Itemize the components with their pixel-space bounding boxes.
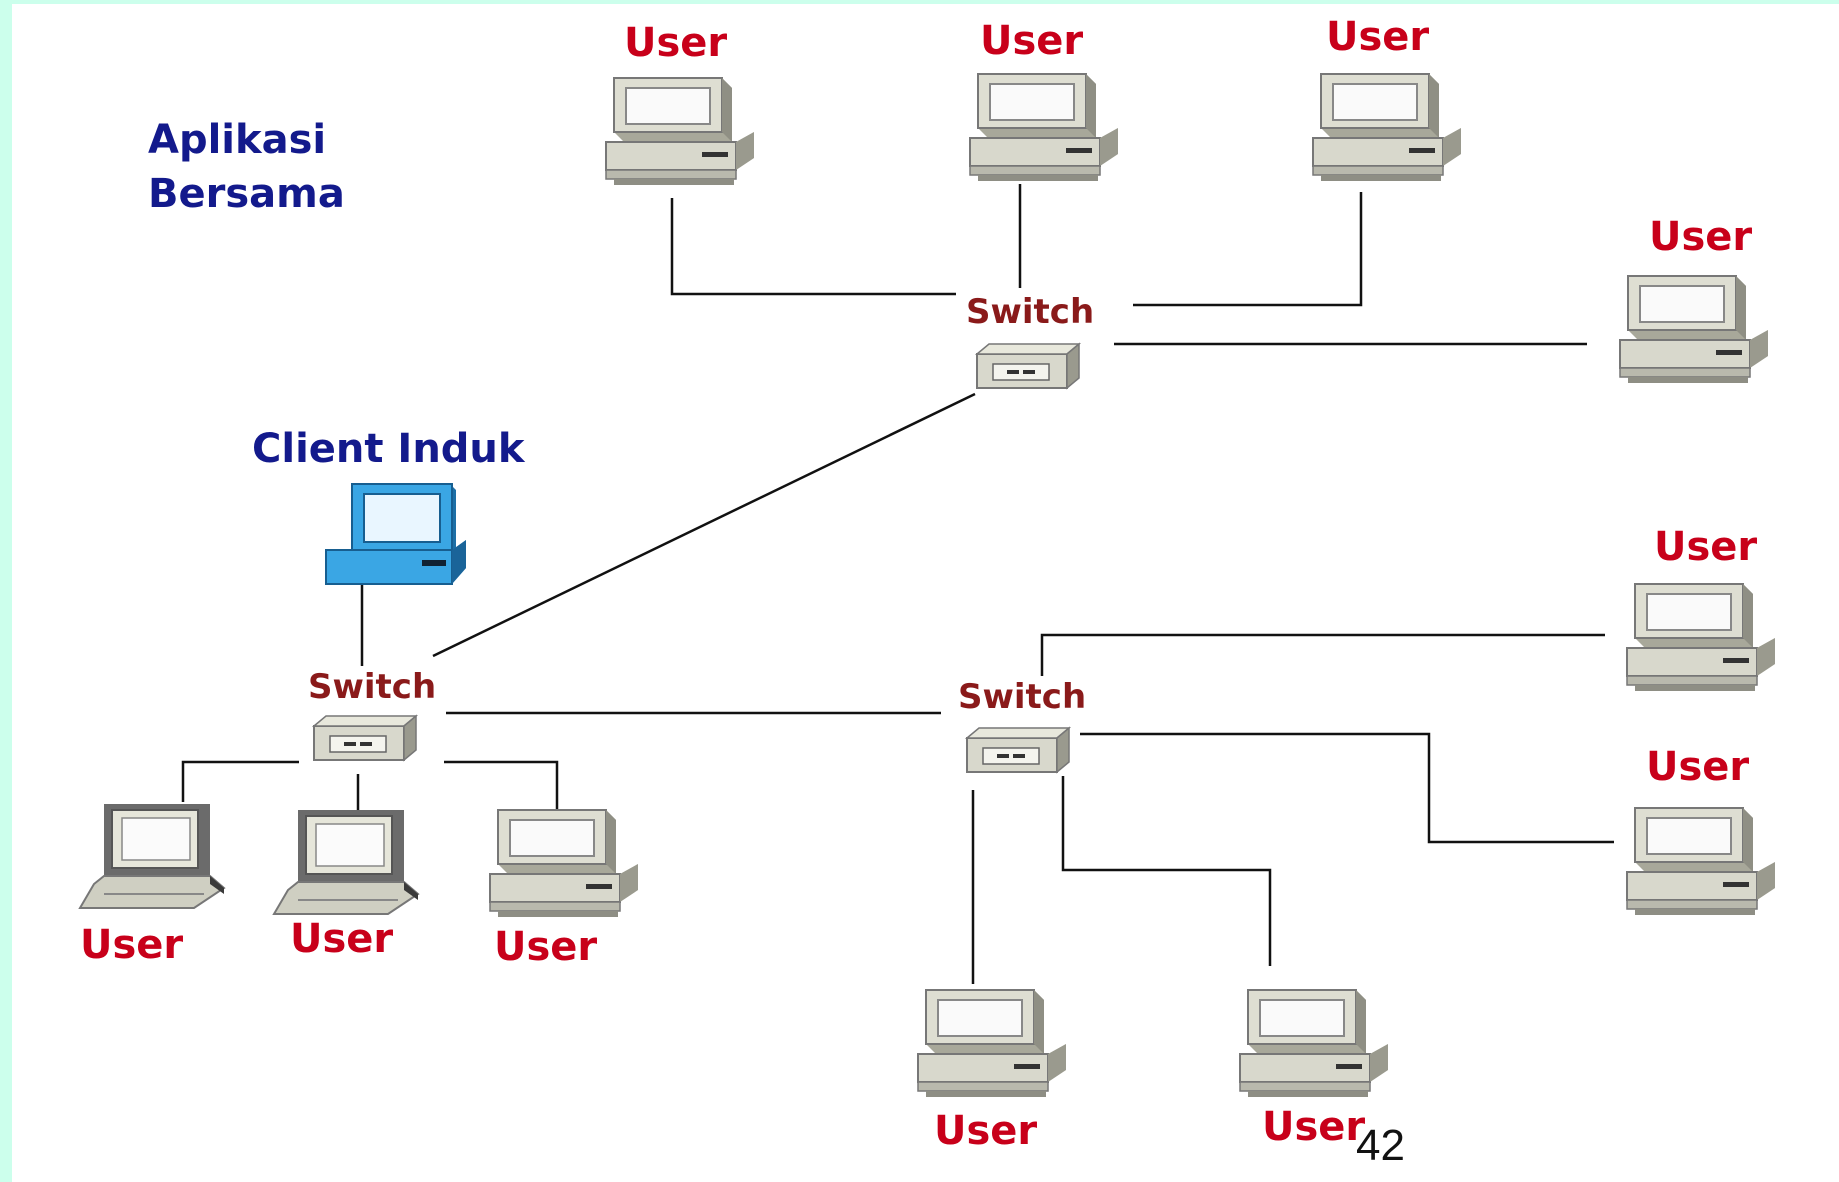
- user-bottom-2: User: [1239, 989, 1389, 1150]
- user-label: User: [980, 18, 1083, 64]
- user-label: User: [1262, 1104, 1365, 1150]
- app-title-line1: Aplikasi: [148, 117, 326, 163]
- user-label: User: [934, 1108, 1037, 1154]
- user-label: User: [494, 924, 597, 970]
- link-left-switch-user-a: [181, 760, 299, 802]
- user-label: User: [80, 922, 183, 968]
- user-label: User: [624, 20, 727, 66]
- user-right-1: User: [1619, 214, 1769, 384]
- switch-label: Switch: [308, 667, 436, 707]
- laptop-icon: [79, 803, 225, 909]
- user-right-3: User: [1626, 744, 1776, 916]
- user-top-2: User: [969, 18, 1119, 182]
- user-bottom-left-2: User: [273, 809, 419, 962]
- link-bottom-switch-user-right-2: [1080, 732, 1614, 844]
- switch-label: Switch: [958, 677, 1086, 717]
- desktop-computer-icon: [917, 989, 1067, 1098]
- client-induk-label: Client Induk: [252, 426, 526, 472]
- link-left-switch-user-c: [444, 760, 559, 812]
- network-diagram-canvas: [12, 4, 1839, 1182]
- network-switch-icon: [976, 343, 1080, 389]
- user-right-2: User: [1626, 524, 1776, 692]
- desktop-computer-icon: [1312, 73, 1462, 182]
- user-label: User: [1326, 14, 1429, 60]
- links: [181, 184, 1614, 984]
- link-bottom-switch-user-bottom-2: [1061, 776, 1272, 966]
- desktop-computer-icon: [1239, 989, 1389, 1098]
- user-bottom-left-3: User: [489, 809, 639, 970]
- user-top-1: User: [605, 20, 755, 186]
- link-top-switch-user-3: [1133, 192, 1363, 307]
- switch-label: Switch: [966, 292, 1094, 332]
- link-bottom-switch-user-right-1: [1040, 633, 1605, 676]
- desktop-computer-icon: [1619, 275, 1769, 384]
- app-title-line2: Bersama: [148, 171, 345, 217]
- desktop-computer-icon: [1626, 807, 1776, 916]
- network-switch-icon: [313, 715, 417, 761]
- user-top-3: User: [1312, 14, 1462, 182]
- user-bottom-left-1: User: [79, 803, 225, 968]
- link-top-switch-left-switch: [432, 392, 976, 658]
- user-label: User: [1654, 524, 1757, 570]
- desktop-computer-icon: [1626, 583, 1776, 692]
- user-bottom-1: User: [917, 989, 1067, 1154]
- switch-left: Switch: [308, 667, 436, 761]
- user-label: User: [1646, 744, 1749, 790]
- switch-top: Switch: [966, 292, 1094, 389]
- user-label: User: [290, 916, 393, 962]
- switch-bottom: Switch: [958, 677, 1086, 773]
- laptop-icon: [273, 809, 419, 915]
- desktop-computer-icon: [969, 73, 1119, 182]
- page-number: 42: [1356, 1121, 1405, 1170]
- user-label: User: [1649, 214, 1752, 260]
- desktop-computer-icon: [489, 809, 639, 918]
- link-top-switch-user-1: [670, 198, 956, 296]
- client-computer-icon: [325, 483, 467, 585]
- desktop-computer-icon: [605, 77, 755, 186]
- network-switch-icon: [966, 727, 1070, 773]
